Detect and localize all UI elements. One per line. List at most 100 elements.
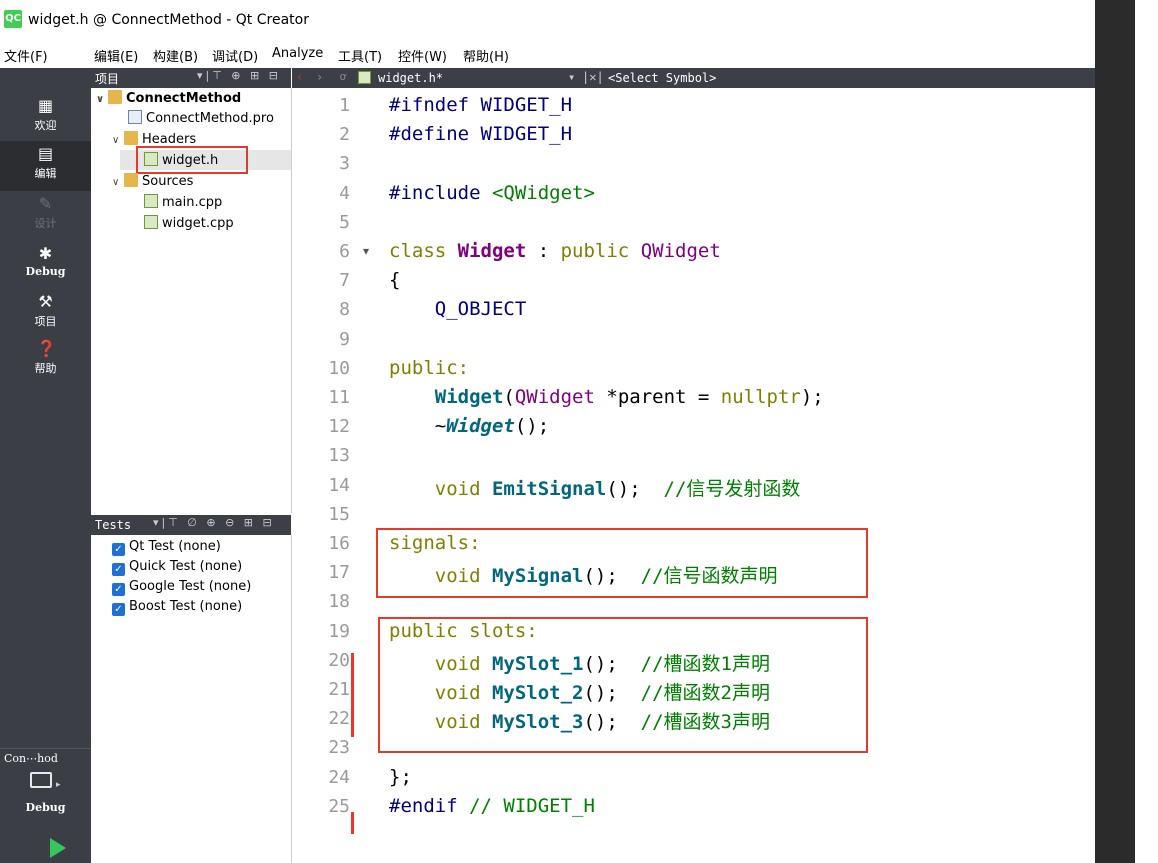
checkbox-checked-icon[interactable]: ✓ [112, 583, 125, 596]
tree-project[interactable]: ∨ConnectMethod [96, 90, 242, 106]
code-line: #endif // WIDGET_H [389, 795, 595, 817]
menu-debug[interactable]: 调试(D) [212, 50, 259, 65]
bug-icon: ✱ [38, 244, 53, 263]
line-number: 3 [339, 153, 350, 174]
test-item-qt[interactable]: ✓Qt Test (none) [112, 539, 221, 556]
fold-chevron-icon[interactable]: ▾ [363, 244, 370, 258]
line-number: 4 [339, 183, 350, 204]
code-line: void MySlot_3(); //槽函数3声明 [389, 711, 770, 733]
code-line: }; [389, 766, 412, 788]
highlight-box-slots [378, 617, 868, 753]
editor-toolbar: ‹ › ơ widget.h* ▾ |✕| <Select Symbol> [292, 68, 1095, 88]
fold-gutter [354, 88, 382, 863]
code-line: #define WIDGET_H [389, 123, 573, 145]
nav-back-icon[interactable]: ‹ [296, 70, 304, 84]
line-number: 8 [339, 299, 350, 320]
tree-widget-h[interactable]: widget.h [144, 152, 218, 168]
mode-design[interactable]: ✎ 设计 [34, 194, 57, 231]
chevron-down-icon: ∨ [112, 177, 120, 188]
menu-file[interactable]: 文件(F) [4, 50, 48, 65]
tree-pro-file[interactable]: ConnectMethod.pro [128, 110, 274, 126]
line-number: 2 [339, 124, 350, 145]
tree-selection [120, 150, 291, 170]
project-folder-icon [108, 90, 122, 104]
line-number: 11 [328, 387, 350, 408]
menu-tools[interactable]: 工具(T) [338, 50, 383, 65]
code-line: public: [389, 357, 470, 379]
code-line: ~Widget(); [389, 415, 550, 437]
code-line: public slots: [389, 620, 538, 642]
cpp-file-icon [144, 194, 158, 208]
changed-lines-marker [351, 653, 354, 737]
checkbox-checked-icon[interactable]: ✓ [112, 563, 125, 576]
code-line: void MySlot_2(); //槽函数2声明 [389, 682, 770, 704]
tree-sources[interactable]: ∨Sources [112, 173, 194, 189]
menu-edit[interactable]: 编辑(E) [94, 50, 139, 65]
header-file-icon [358, 71, 371, 84]
highlight-box-file [136, 146, 248, 174]
tests-pane-header: Tests ▾|⊤ ∅ ⊕ ⊖ ⊞ ⊟ [91, 515, 291, 535]
line-number: 12 [328, 416, 350, 437]
code-line: void MySlot_1(); //槽函数1声明 [389, 653, 770, 675]
line-number: 21 [328, 679, 350, 700]
highlight-box-signals [376, 528, 868, 598]
close-icon[interactable]: |✕| [582, 70, 604, 84]
kit-build-mode: Debug [25, 801, 66, 814]
code-line: void MySignal(); //信号函数声明 [389, 565, 778, 587]
folder-icon [124, 131, 138, 145]
line-number: 9 [339, 329, 350, 350]
line-number: 7 [339, 270, 350, 291]
mode-bar-divider [0, 748, 91, 749]
line-number: 5 [339, 212, 350, 233]
tree-main-cpp[interactable]: main.cpp [144, 194, 222, 210]
lock-icon: ơ [340, 70, 347, 83]
menu-help[interactable]: 帮助(H) [463, 50, 509, 65]
project-pane-header: 项目 ▾|⊤ ⊕ ⊞ ⊟ [91, 68, 291, 88]
mode-edit[interactable]: ▤ 编辑 [34, 144, 57, 181]
code-line: #ifndef WIDGET_H [389, 94, 573, 116]
line-number: 10 [328, 358, 350, 379]
kit-project-label: Con⋯hod [4, 752, 58, 765]
editor-file-tab[interactable]: widget.h* [378, 71, 444, 85]
code-line: { [389, 269, 401, 291]
project-pane-toolbar-icons[interactable]: ▾|⊤ ⊕ ⊞ ⊟ [197, 69, 281, 82]
test-item-quick[interactable]: ✓Quick Test (none) [112, 559, 242, 576]
tests-pane-toolbar-icons[interactable]: ▾|⊤ ∅ ⊕ ⊖ ⊞ ⊟ [153, 516, 275, 529]
menu-analyze[interactable]: Analyze [272, 46, 324, 61]
test-item-boost[interactable]: ✓Boost Test (none) [112, 599, 242, 616]
cpp-file-icon [144, 215, 158, 229]
grid-icon: ▦ [37, 96, 54, 115]
symbol-selector[interactable]: <Select Symbol> [608, 71, 717, 85]
file-dropdown-icon[interactable]: ▾ [568, 70, 576, 84]
line-number: 15 [328, 504, 350, 525]
monitor-icon [30, 772, 52, 788]
tree-widget-cpp[interactable]: widget.cpp [144, 215, 234, 231]
line-number: 23 [328, 737, 350, 758]
mode-debug[interactable]: ✱ Debug [25, 244, 66, 279]
mode-bar [0, 68, 91, 863]
checkbox-checked-icon[interactable]: ✓ [112, 543, 125, 556]
chevron-down-icon: ∨ [112, 135, 120, 146]
kit-selector[interactable]: ▸ [30, 772, 70, 796]
test-item-google[interactable]: ✓Google Test (none) [112, 579, 251, 596]
line-number: 14 [328, 475, 350, 496]
line-number: 16 [328, 533, 350, 554]
run-icon[interactable] [50, 838, 66, 858]
line-number: 13 [328, 445, 350, 466]
mode-projects[interactable]: ⚒ 项目 [34, 292, 57, 329]
menu-build[interactable]: 构建(B) [153, 50, 199, 65]
nav-forward-icon[interactable]: › [316, 70, 324, 84]
line-number: 17 [328, 562, 350, 583]
line-number: 25 [328, 796, 350, 817]
tree-headers[interactable]: ∨Headers [112, 131, 197, 147]
menu-widgets[interactable]: 控件(W) [398, 50, 447, 65]
line-number: 19 [328, 621, 350, 642]
code-line: void EmitSignal(); //信号发射函数 [389, 478, 801, 500]
code-editor[interactable] [382, 88, 1095, 863]
checkbox-checked-icon[interactable]: ✓ [112, 603, 125, 616]
pro-file-icon [128, 110, 142, 124]
help-icon: ❓ [36, 339, 57, 358]
chevron-down-icon: ∨ [96, 94, 105, 105]
mode-welcome[interactable]: ▦ 欢迎 [34, 96, 57, 133]
mode-help[interactable]: ❓ 帮助 [34, 339, 57, 376]
